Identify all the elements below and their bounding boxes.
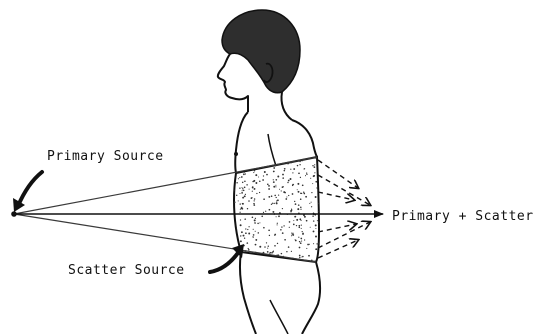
scatter-source-pointer: [210, 250, 240, 272]
lower-body: [240, 252, 256, 334]
shoulder: [292, 120, 317, 157]
primary-plus-scatter-label: Primary + Scatter: [392, 209, 534, 224]
scatter-arrow-2: [318, 175, 370, 205]
scatter-arrow-1: [318, 160, 358, 188]
primary-source-label: Primary Source: [47, 149, 164, 164]
scatter-arrow-3: [318, 192, 354, 200]
scatter-arrow-4: [318, 224, 356, 232]
armpit-line: [268, 134, 276, 166]
primary-rays: [11, 157, 383, 262]
hip-crease: [270, 300, 288, 334]
neck-back: [281, 92, 292, 120]
scatter-arrows: [318, 160, 370, 258]
scatter-source-label: Scatter Source: [68, 263, 185, 278]
primary-source-point: [11, 211, 17, 217]
scatter-arrow-5: [318, 222, 370, 248]
pointer-arrows: [13, 172, 244, 272]
scatter-arrow-6: [318, 240, 358, 258]
buttocks: [302, 262, 320, 334]
face-profile: [218, 54, 248, 112]
primary-source-pointer: [18, 172, 42, 206]
hair: [222, 10, 300, 93]
chest-mark: [234, 152, 238, 156]
chest-front: [235, 112, 248, 173]
